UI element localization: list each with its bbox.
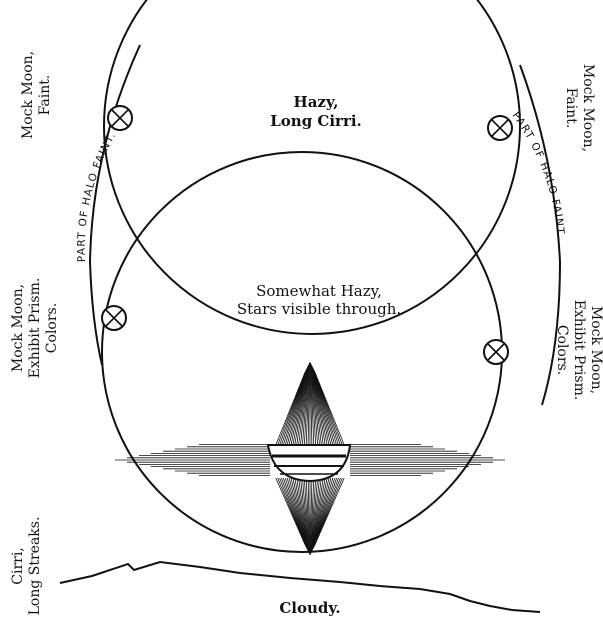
left-top-label-2: Faint. <box>37 75 53 116</box>
right-mid-label-1: Mock Moon, <box>588 306 603 394</box>
center-top-label-2: Long Cirri. <box>270 112 362 130</box>
center-mid-label-1: Somewhat Hazy, <box>256 282 382 300</box>
bottom-label: Cloudy. <box>279 599 340 617</box>
center-top-label-1: Hazy, <box>294 93 339 111</box>
left-bottom-label: Cirri, Long Streaks. <box>10 517 43 616</box>
right-mid-label: Mock Moon, Exhibit Prism. Colors. <box>554 300 603 401</box>
left-mid-label: Mock Moon, Exhibit Prism. Colors. <box>10 278 60 379</box>
right-top-label: Mock Moon, Faint. <box>563 64 596 152</box>
outer-halo-arc-right <box>520 65 560 405</box>
mock-moon-mid-left <box>102 306 126 330</box>
halo-label-right: PART OF HALO FAINT. <box>510 110 567 239</box>
left-bottom-label-1: Cirri, <box>10 547 26 585</box>
right-top-label-1: Mock Moon, <box>580 64 596 152</box>
left-top-label-1: Mock Moon, <box>20 51 36 139</box>
right-mid-label-3: Colors. <box>554 325 570 375</box>
right-mid-label-2: Exhibit Prism. <box>571 300 587 401</box>
right-top-label-2: Faint. <box>563 88 579 129</box>
halo-label-left: PART OF HALO FAINT. <box>76 129 119 262</box>
center-mid-label-2: Stars visible through. <box>237 300 401 318</box>
left-top-label: Mock Moon, Faint. <box>20 51 53 139</box>
mock-moon-top-left <box>108 106 132 130</box>
left-bottom-label-2: Long Streaks. <box>27 517 43 616</box>
moon-disc <box>268 445 350 481</box>
left-mid-label-1: Mock Moon, <box>10 284 26 372</box>
left-mid-label-2: Exhibit Prism. <box>27 278 43 379</box>
left-mid-label-3: Colors. <box>44 303 60 353</box>
mock-moon-mid-right <box>484 340 508 364</box>
mock-moon-top-right <box>488 116 512 140</box>
